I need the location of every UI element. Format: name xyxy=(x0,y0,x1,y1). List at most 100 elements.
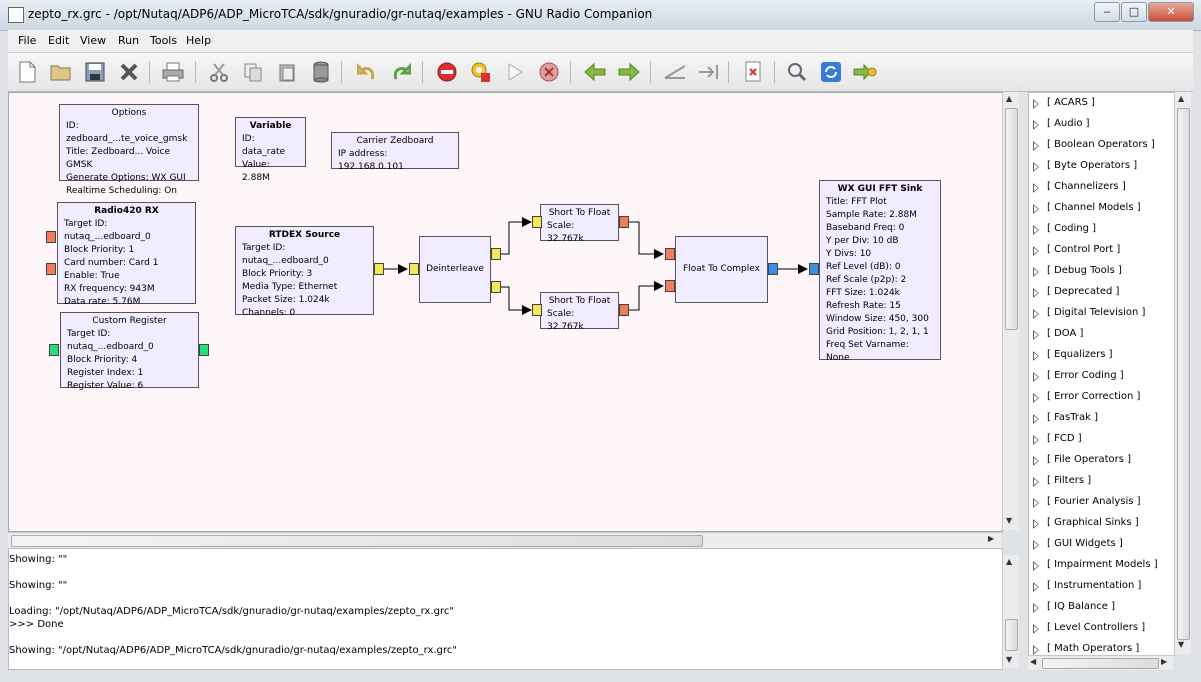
execute-icon[interactable] xyxy=(502,59,528,85)
short-to-float-1-out-port[interactable] xyxy=(619,216,629,228)
errors-icon[interactable] xyxy=(740,59,766,85)
expand-arrow-icon[interactable] xyxy=(1033,456,1039,466)
expand-arrow-icon[interactable] xyxy=(1033,624,1039,634)
delete-icon[interactable] xyxy=(308,59,334,85)
close-window-button[interactable]: ✕ xyxy=(1148,2,1194,22)
rtdex-source-block[interactable]: RTDEX Source Target ID: nutaq_...edboard… xyxy=(235,226,374,318)
expand-arrow-icon[interactable] xyxy=(1033,99,1039,109)
expand-arrow-icon[interactable] xyxy=(1033,372,1039,382)
expand-arrow-icon[interactable] xyxy=(1033,393,1039,403)
scroll-up-arrow-icon[interactable]: ▲ xyxy=(1006,94,1013,103)
radio420-rx-block[interactable]: Radio420 RX Target ID: nutaq_...edboard_… xyxy=(57,202,196,307)
reload-icon[interactable] xyxy=(818,59,844,85)
new-file-icon[interactable] xyxy=(14,59,40,85)
expand-arrow-icon[interactable] xyxy=(1033,603,1039,613)
rotate-ccw-icon[interactable] xyxy=(662,59,688,85)
menu-help[interactable]: Help xyxy=(186,34,212,47)
custom-register-out-port[interactable] xyxy=(199,344,209,356)
move-left-icon[interactable] xyxy=(582,59,608,85)
options-block[interactable]: Options ID: zedboard_...te_voice_gmsk Ti… xyxy=(59,104,199,196)
save-icon[interactable] xyxy=(82,59,108,85)
paste-icon[interactable] xyxy=(274,59,300,85)
expand-arrow-icon[interactable] xyxy=(1033,645,1039,655)
expand-arrow-icon[interactable] xyxy=(1033,288,1039,298)
expand-arrow-icon[interactable] xyxy=(1033,435,1039,445)
carrier-zedboard-block[interactable]: Carrier Zedboard IP address: 192.168.0.1… xyxy=(331,132,459,172)
expand-arrow-icon[interactable] xyxy=(1033,204,1039,214)
float-to-complex-out-port[interactable] xyxy=(768,263,778,275)
open-file-icon[interactable] xyxy=(48,59,74,85)
expand-arrow-icon[interactable] xyxy=(1033,162,1039,172)
fft-sink-in-port[interactable] xyxy=(809,263,819,275)
scroll-thumb[interactable] xyxy=(1005,108,1018,330)
expand-arrow-icon[interactable] xyxy=(1033,561,1039,571)
short-to-float-block-2[interactable]: Short To Float Scale: 32.767k xyxy=(540,292,619,332)
canvas-vertical-scrollbar[interactable]: ▲ ▼ xyxy=(1002,92,1019,530)
rtdex-out-port[interactable] xyxy=(374,263,384,275)
rotate-cw-icon[interactable] xyxy=(696,59,722,85)
expand-arrow-icon[interactable] xyxy=(1033,477,1039,487)
deinterleave-out-port-1[interactable] xyxy=(491,281,501,293)
expand-arrow-icon[interactable] xyxy=(1033,120,1039,130)
tree-horizontal-scrollbar[interactable]: ◀ ▶ xyxy=(1028,655,1173,670)
move-right-icon[interactable] xyxy=(616,59,642,85)
generate-icon[interactable] xyxy=(468,59,494,85)
short-to-float-2-out-port[interactable] xyxy=(619,304,629,316)
deinterleave-in-port[interactable] xyxy=(409,263,419,275)
scroll-thumb[interactable] xyxy=(1005,619,1018,651)
custom-register-in-port[interactable] xyxy=(49,344,59,356)
scroll-up-arrow-icon[interactable]: ▲ xyxy=(1178,94,1185,103)
expand-arrow-icon[interactable] xyxy=(1033,246,1039,256)
short-to-float-1-in-port[interactable] xyxy=(532,216,542,228)
maximize-button[interactable]: □ xyxy=(1121,2,1147,22)
expand-arrow-icon[interactable] xyxy=(1033,267,1039,277)
scroll-down-arrow-icon[interactable]: ▼ xyxy=(1006,655,1013,664)
scroll-up-arrow-icon[interactable]: ▲ xyxy=(1006,557,1013,566)
float-to-complex-in-port-1[interactable] xyxy=(665,280,675,292)
bypass-icon[interactable] xyxy=(852,59,878,85)
float-to-complex-in-port-0[interactable] xyxy=(665,248,675,260)
expand-arrow-icon[interactable] xyxy=(1033,351,1039,361)
short-to-float-2-in-port[interactable] xyxy=(532,304,542,316)
close-icon[interactable] xyxy=(116,59,142,85)
scroll-right-arrow-icon[interactable]: ▶ xyxy=(988,534,995,543)
short-to-float-block-1[interactable]: Short To Float Scale: 32.767k xyxy=(540,204,619,244)
expand-arrow-icon[interactable] xyxy=(1033,540,1039,550)
console-vertical-scrollbar[interactable]: ▲ ▼ xyxy=(1002,555,1019,668)
scroll-down-arrow-icon[interactable]: ▼ xyxy=(1006,516,1013,525)
expand-arrow-icon[interactable] xyxy=(1033,330,1039,340)
scroll-thumb[interactable] xyxy=(1177,108,1190,640)
kill-icon[interactable] xyxy=(536,59,562,85)
menu-tools[interactable]: Tools xyxy=(150,34,178,47)
canvas-horizontal-scrollbar[interactable]: ▶ xyxy=(8,532,1001,548)
scroll-thumb[interactable] xyxy=(1042,658,1159,669)
expand-arrow-icon[interactable] xyxy=(1033,309,1039,319)
disable-icon[interactable] xyxy=(434,59,460,85)
menu-view[interactable]: View xyxy=(80,34,107,47)
find-icon[interactable] xyxy=(784,59,810,85)
scroll-right-arrow-icon[interactable]: ▶ xyxy=(1161,657,1168,666)
copy-icon[interactable] xyxy=(240,59,266,85)
print-icon[interactable] xyxy=(160,59,186,85)
menu-run[interactable]: Run xyxy=(118,34,140,47)
expand-arrow-icon[interactable] xyxy=(1033,582,1039,592)
deinterleave-out-port-0[interactable] xyxy=(491,248,501,260)
scroll-thumb[interactable] xyxy=(11,535,703,547)
tree-vertical-scrollbar[interactable]: ▲ ▼ xyxy=(1174,92,1191,654)
expand-arrow-icon[interactable] xyxy=(1033,141,1039,151)
expand-arrow-icon[interactable] xyxy=(1033,225,1039,235)
scroll-left-arrow-icon[interactable]: ◀ xyxy=(1030,657,1037,666)
variable-block[interactable]: Variable ID: data_rate Value: 2.88M xyxy=(235,117,306,183)
scroll-down-arrow-icon[interactable]: ▼ xyxy=(1178,640,1185,649)
minimize-button[interactable]: ‒ xyxy=(1094,2,1120,22)
menu-file[interactable]: File xyxy=(18,34,37,47)
float-to-complex-block[interactable]: Float To Complex xyxy=(675,236,768,303)
expand-arrow-icon[interactable] xyxy=(1033,183,1039,193)
custom-register-block[interactable]: Custom Register Target ID: nutaq_...edbo… xyxy=(60,312,199,391)
wx-gui-fft-sink-block[interactable]: WX GUI FFT Sink Title: FFT Plot Sample R… xyxy=(819,180,941,363)
menu-edit[interactable]: Edit xyxy=(48,34,70,47)
expand-arrow-icon[interactable] xyxy=(1033,414,1039,424)
radio420-port-2[interactable] xyxy=(46,263,56,275)
radio420-port-1[interactable] xyxy=(46,231,56,243)
undo-icon[interactable] xyxy=(354,59,380,85)
